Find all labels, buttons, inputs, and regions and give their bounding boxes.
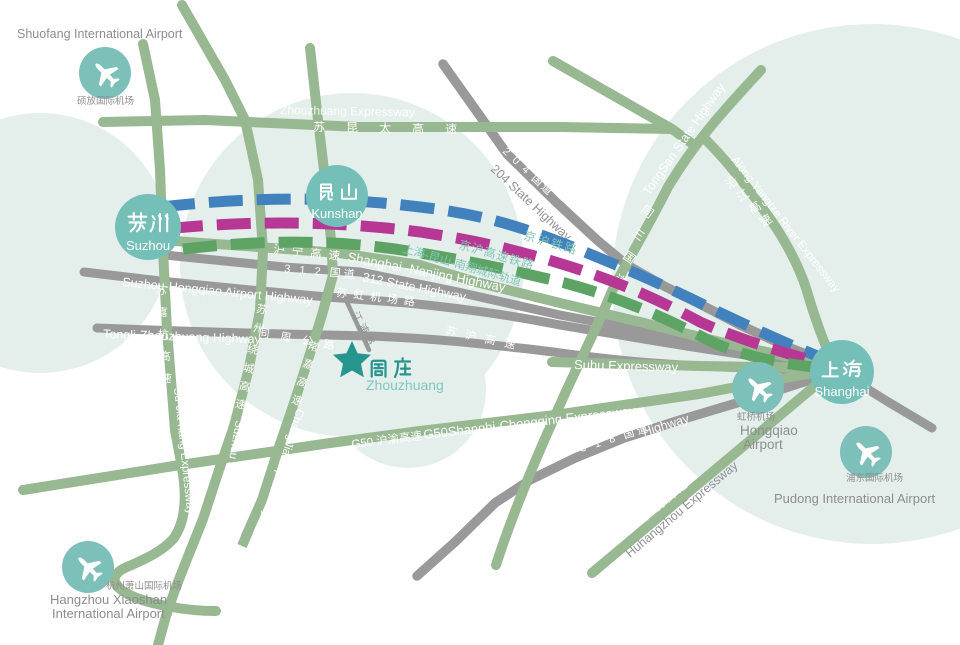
svg-text:速: 速: [234, 397, 247, 412]
svg-text:Hongqiao: Hongqiao: [740, 423, 798, 438]
svg-text:硕放国际机场: 硕放国际机场: [77, 95, 134, 107]
svg-text:高: 高: [238, 378, 252, 394]
svg-text:虹桥机场: 虹桥机场: [737, 411, 775, 423]
svg-text:绕: 绕: [246, 342, 259, 357]
svg-text:浦东国际机场: 浦东国际机场: [846, 472, 903, 484]
svg-text:Shuofang International Airport: Shuofang International Airport: [17, 27, 183, 41]
svg-text:Shanghai: Shanghai: [815, 384, 870, 399]
svg-text:杭州萧山国际机场: 杭州萧山国际机场: [106, 580, 182, 592]
svg-text:常: 常: [306, 339, 321, 355]
svg-text:Kunshan: Kunshan: [311, 206, 362, 221]
svg-text:Suhu Expressway: Suhu Expressway: [574, 357, 679, 375]
svg-text:Zhouzhuang: Zhouzhuang: [366, 377, 444, 393]
svg-text:苏昆太高速: 苏昆太高速: [313, 119, 478, 137]
svg-text:Tongli-Zhouzhuang Highway: Tongli-Zhouzhuang Highway: [103, 327, 262, 347]
svg-text:城: 城: [242, 361, 255, 376]
svg-text:速: 速: [290, 393, 305, 409]
svg-text:苏: 苏: [255, 302, 268, 317]
svg-text:Airport: Airport: [743, 437, 783, 452]
svg-text:苏: 苏: [155, 284, 167, 298]
svg-text:Suzhou: Suzhou: [126, 238, 170, 253]
svg-text:速: 速: [160, 372, 172, 386]
svg-text:杭: 杭: [157, 327, 169, 342]
svg-text:Pudong International Airport: Pudong International Airport: [774, 491, 936, 506]
svg-text:高: 高: [295, 374, 310, 391]
svg-text:International Airport: International Airport: [52, 606, 165, 621]
svg-text:高: 高: [159, 349, 171, 364]
svg-text:Zhouzhuang Expressway: Zhouzhuang Expressway: [280, 103, 415, 119]
svg-text:嘉: 嘉: [301, 356, 316, 373]
svg-text:Hangzhou Xiaoshan: Hangzhou Xiaoshan: [50, 592, 167, 607]
svg-text:嘉: 嘉: [156, 305, 168, 320]
svg-text:州: 州: [252, 322, 265, 336]
svg-text:Huhangzhou Expressway: Huhangzhou Expressway: [623, 458, 741, 560]
